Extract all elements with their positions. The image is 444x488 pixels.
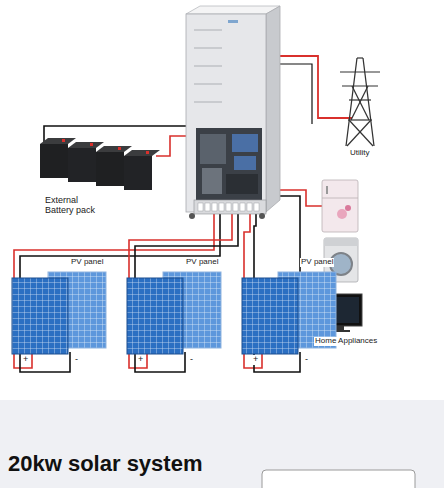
battery-pack: [40, 138, 160, 190]
page-title: 20kw solar system: [8, 451, 202, 477]
panel-label: PV panel: [300, 258, 334, 267]
terminal-sign: -: [304, 355, 309, 365]
panel-label: PV panel: [70, 258, 104, 267]
terminal-sign: -: [189, 355, 194, 365]
appliances-label: Home Appliances: [314, 337, 378, 346]
terminal-sign: +: [137, 355, 144, 365]
pv-panels: [12, 272, 336, 354]
terminal-sign: -: [74, 355, 79, 365]
utility-wire: [274, 56, 352, 124]
panel-label: PV panel: [185, 258, 219, 267]
terminal-sign: +: [252, 355, 259, 365]
battery-label: External Battery pack: [44, 196, 108, 216]
terminal-sign: +: [22, 355, 29, 365]
utility-label: Utility: [349, 149, 371, 158]
button-outline: [262, 470, 415, 488]
inverter-cabinet: [186, 6, 280, 219]
utility-tower: [340, 58, 380, 146]
